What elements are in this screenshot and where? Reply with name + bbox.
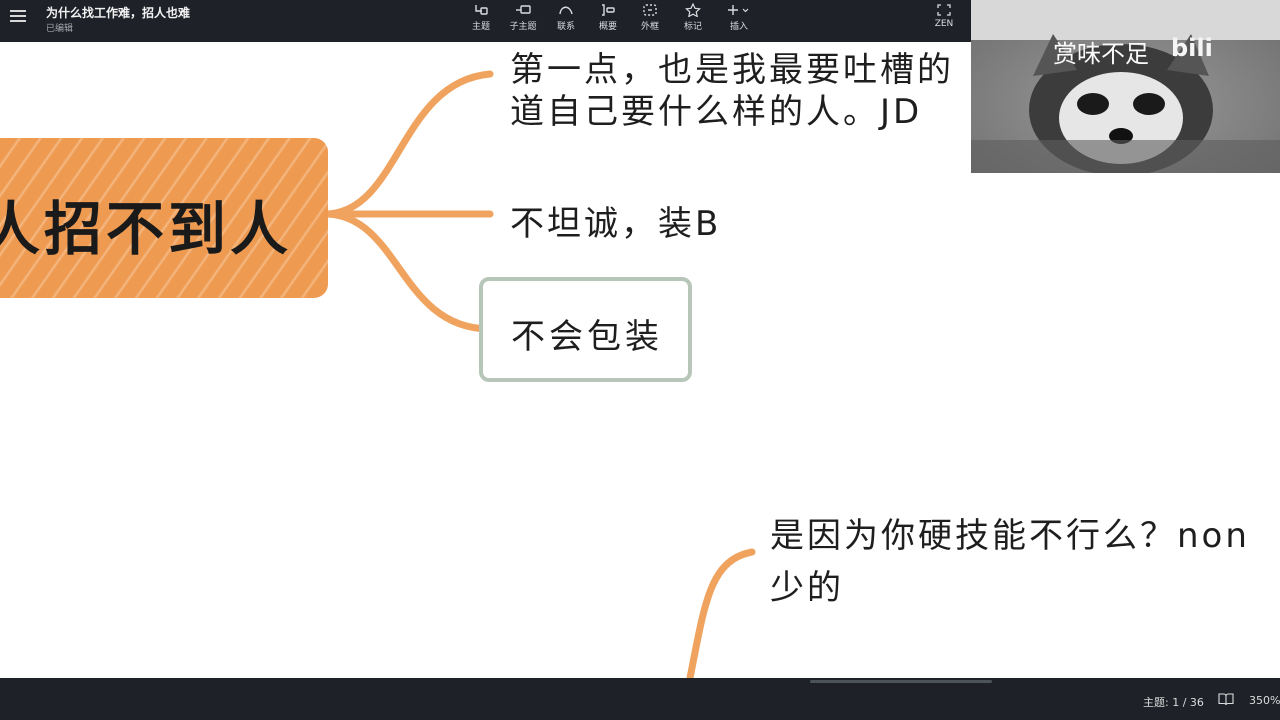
- hamburger-menu-icon[interactable]: [10, 10, 26, 24]
- subtopic-icon: [516, 5, 531, 14]
- fullscreen-icon: [937, 4, 951, 16]
- branch-topic-1-line-1[interactable]: 第一点，也是我最要吐槽的: [510, 50, 954, 90]
- subtopic-button[interactable]: 子主题: [503, 3, 543, 35]
- bilibili-logo: bili: [1171, 34, 1213, 62]
- central-topic-label: 人招不到人: [0, 195, 293, 263]
- zoom-level[interactable]: 350%: [1249, 694, 1280, 707]
- zen-mode-label: ZEN: [934, 19, 954, 29]
- relationship-button-label: 联系: [556, 22, 575, 32]
- topic-icon: [475, 5, 488, 15]
- zen-mode-button[interactable]: ZEN: [924, 3, 964, 35]
- insert-button[interactable]: 插入: [719, 3, 759, 35]
- branch-topic-3: 不会包装: [511, 317, 663, 357]
- summary-icon: [602, 4, 615, 16]
- marker-button-label: 标记: [683, 22, 702, 32]
- relationship-icon: [559, 6, 573, 15]
- plus-icon: [728, 5, 749, 15]
- topic-button-label: 主题: [471, 22, 490, 32]
- central-topic[interactable]: [0, 138, 328, 298]
- relationship-button[interactable]: 联系: [546, 3, 586, 35]
- subtopic-button-label: 子主题: [509, 22, 537, 32]
- red-panda-image: [971, 0, 1280, 173]
- star-icon: [685, 3, 701, 17]
- chevron-down-icon: [742, 8, 749, 13]
- topic-button[interactable]: 主题: [461, 3, 501, 35]
- webcam-overlay: 赏味不足 bili: [971, 0, 1280, 173]
- branch-topic-4-line-2[interactable]: 少的: [770, 568, 844, 608]
- summary-button-label: 概要: [598, 22, 617, 32]
- branch-topic-2[interactable]: 不坦诚，装B: [510, 204, 722, 244]
- marker-button[interactable]: 标记: [673, 3, 713, 35]
- streamer-name: 赏味不足: [1053, 40, 1149, 68]
- branch-topic-4-line-1[interactable]: 是因为你硬技能不行么？non: [770, 516, 1250, 556]
- horizontal-scrollbar[interactable]: [810, 680, 992, 683]
- outline-book-icon[interactable]: [1218, 692, 1234, 706]
- document-status: 已编辑: [46, 24, 74, 34]
- topic-count: 主题: 1 / 36: [1143, 696, 1204, 709]
- status-bar: 主题: 1 / 36 350%: [0, 678, 1280, 720]
- branch-connectors: [324, 70, 756, 678]
- boundary-icon: [643, 4, 657, 16]
- selected-topic-box[interactable]: 不会包装: [479, 277, 692, 382]
- summary-button[interactable]: 概要: [588, 3, 628, 35]
- document-title: 为什么找工作难，招人也难: [46, 6, 191, 20]
- boundary-button-label: 外框: [640, 22, 659, 32]
- boundary-button[interactable]: 外框: [630, 3, 670, 35]
- insert-button-label: 插入: [729, 22, 748, 32]
- branch-topic-1-line-2[interactable]: 道自己要什么样的人。JD: [510, 92, 923, 132]
